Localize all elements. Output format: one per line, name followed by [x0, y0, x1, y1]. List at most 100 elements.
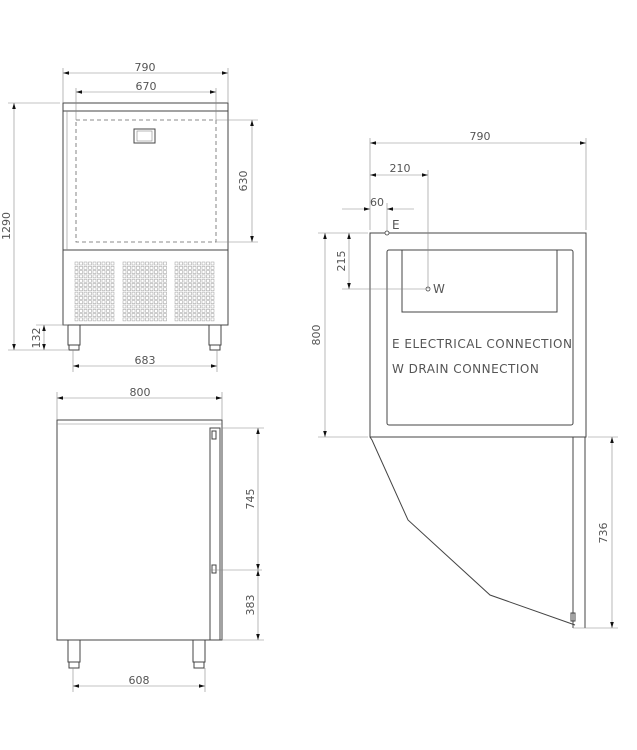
- grille-slot: [140, 291, 145, 296]
- grille-slot: [101, 291, 106, 296]
- grille-slot: [192, 300, 197, 304]
- grille-slot: [201, 287, 206, 292]
- grille-slot: [79, 313, 83, 317]
- grille-slot: [74, 300, 79, 304]
- grille-slot: [88, 261, 92, 266]
- grille-slot: [149, 317, 154, 322]
- grille-slot: [101, 317, 106, 322]
- grille-slot: [92, 274, 97, 279]
- grille-slot: [74, 278, 79, 283]
- grille-slot: [210, 261, 215, 266]
- grille-slot: [110, 278, 115, 283]
- grille-slot: [183, 261, 188, 266]
- grille-slot: [154, 309, 158, 313]
- grille-slot: [179, 283, 183, 287]
- grille-slot: [201, 266, 206, 270]
- grille-slot: [74, 304, 79, 309]
- grille-slot: [74, 287, 79, 292]
- grille-slot: [149, 296, 154, 300]
- grille-slot: [110, 296, 115, 300]
- grille-slot: [106, 266, 110, 270]
- grille-slot: [149, 309, 154, 313]
- grille-slot: [97, 274, 101, 279]
- grille-slot: [201, 317, 206, 322]
- grille-slot: [174, 270, 179, 274]
- grille-slot: [106, 278, 110, 283]
- dim-front-width: 790: [135, 61, 156, 74]
- grille-slot: [197, 317, 201, 322]
- grille-slot: [92, 261, 97, 266]
- grille-slot: [206, 309, 210, 313]
- grille-slot: [127, 317, 131, 322]
- grille-slot: [179, 313, 183, 317]
- grille-slot: [122, 261, 127, 266]
- grille-slot: [74, 291, 79, 296]
- dim-side-leg-spacing: 608: [129, 674, 150, 687]
- grille-slot: [197, 287, 201, 292]
- grille-slot: [188, 304, 192, 309]
- grille-slot: [110, 291, 115, 296]
- grille-slot: [122, 270, 127, 274]
- grille-slot: [79, 283, 83, 287]
- grille-slot: [83, 261, 88, 266]
- grille-slot: [92, 317, 97, 322]
- grille-slot: [136, 291, 140, 296]
- dim-leg-spacing: 683: [135, 354, 156, 367]
- grille-slot: [210, 304, 215, 309]
- grille-slot: [163, 300, 167, 304]
- grille-slot: [192, 287, 197, 292]
- grille-slot: [206, 274, 210, 279]
- grille-slot: [206, 317, 210, 322]
- grille-slot: [88, 274, 92, 279]
- grille-slot: [79, 266, 83, 270]
- grille-slot: [206, 291, 210, 296]
- grille-slot: [110, 317, 115, 322]
- grille-slot: [154, 304, 158, 309]
- grille-slot: [201, 304, 206, 309]
- grille-slot: [106, 296, 110, 300]
- grille-slot: [210, 296, 215, 300]
- grille-slot: [122, 283, 127, 287]
- grille-slot: [145, 317, 149, 322]
- grille-slot: [158, 261, 163, 266]
- grille-slot: [110, 309, 115, 313]
- grille-slot: [131, 278, 136, 283]
- grille-slot: [131, 274, 136, 279]
- grille-slot: [179, 309, 183, 313]
- legend-electrical: E ELECTRICAL CONNECTION: [392, 337, 572, 351]
- grille-slot: [192, 291, 197, 296]
- grille-slot: [110, 287, 115, 292]
- grille-slot: [83, 300, 88, 304]
- grille-slot: [154, 274, 158, 279]
- grille-slot: [174, 283, 179, 287]
- grille-slot: [174, 274, 179, 279]
- grille-slot: [127, 309, 131, 313]
- grille-slot: [163, 304, 167, 309]
- grille-slot: [92, 283, 97, 287]
- grille-slot: [83, 266, 88, 270]
- grille-slot: [136, 270, 140, 274]
- grille-slot: [163, 296, 167, 300]
- dim-lower-height: 383: [244, 595, 257, 616]
- grille-slot: [83, 309, 88, 313]
- grille-slot: [163, 261, 167, 266]
- grille-slot: [149, 278, 154, 283]
- grille-slot: [188, 270, 192, 274]
- grille-slot: [83, 291, 88, 296]
- grille-slot: [158, 278, 163, 283]
- grille-slot: [136, 266, 140, 270]
- grille-slot: [145, 291, 149, 296]
- grille-slot: [122, 300, 127, 304]
- grille-slot: [106, 313, 110, 317]
- grille-slot: [131, 300, 136, 304]
- grille-slot: [192, 274, 197, 279]
- grille-slot: [188, 261, 192, 266]
- grille-slot: [201, 296, 206, 300]
- grille-slot: [110, 283, 115, 287]
- grille-slot: [179, 304, 183, 309]
- dim-top-depth: 800: [310, 325, 323, 346]
- grille-slot: [158, 266, 163, 270]
- dim-door-height: 630: [237, 171, 250, 192]
- grille-slot: [197, 274, 201, 279]
- grille-slot: [158, 317, 163, 322]
